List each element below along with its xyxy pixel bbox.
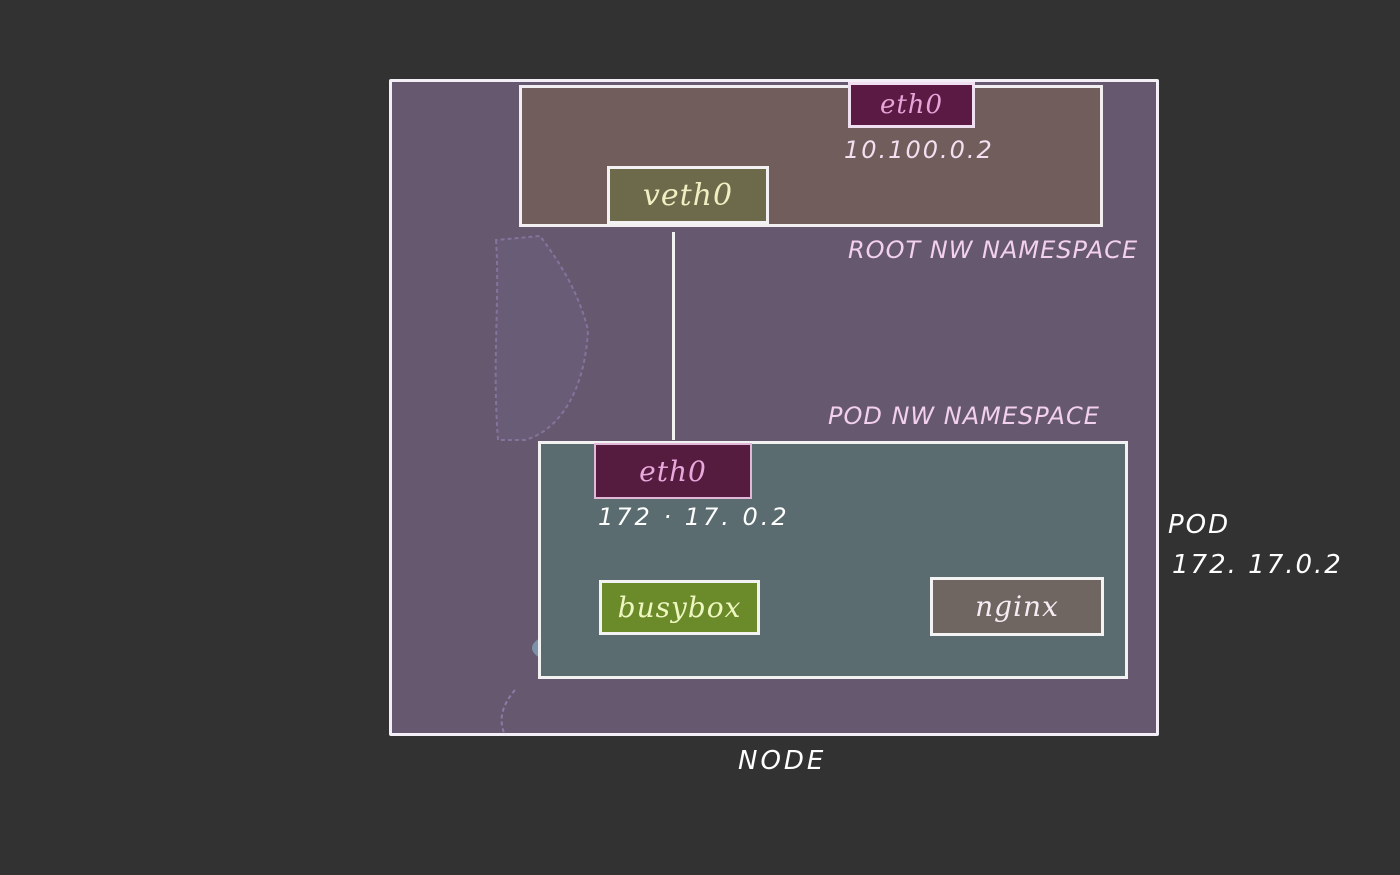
root-eth0-label: eth0: [879, 90, 944, 120]
nginx-container: nginx: [930, 577, 1104, 636]
busybox-label: busybox: [617, 591, 742, 624]
root-eth0-interface: eth0: [848, 82, 975, 128]
node-label: NODE: [738, 746, 827, 776]
pod-label: POD: [1168, 510, 1231, 540]
busybox-container: busybox: [599, 580, 760, 635]
veth0-interface: veth0: [607, 166, 769, 224]
veth-link-line: [672, 232, 675, 440]
pod-eth0-label: eth0: [639, 454, 707, 488]
nginx-label: nginx: [975, 590, 1059, 623]
pod-eth0-interface: eth0: [594, 443, 752, 499]
root-namespace-label: ROOT NW NAMESPACE: [848, 236, 1139, 264]
root-eth0-ip: 10.100.0.2: [844, 136, 994, 164]
pod-ip-label: 172. 17.0.2: [1172, 550, 1343, 580]
pod-eth0-ip: 172 · 17. 0.2: [598, 503, 790, 531]
pod-namespace-label: POD NW NAMESPACE: [828, 402, 1100, 430]
veth0-label: veth0: [642, 177, 734, 213]
